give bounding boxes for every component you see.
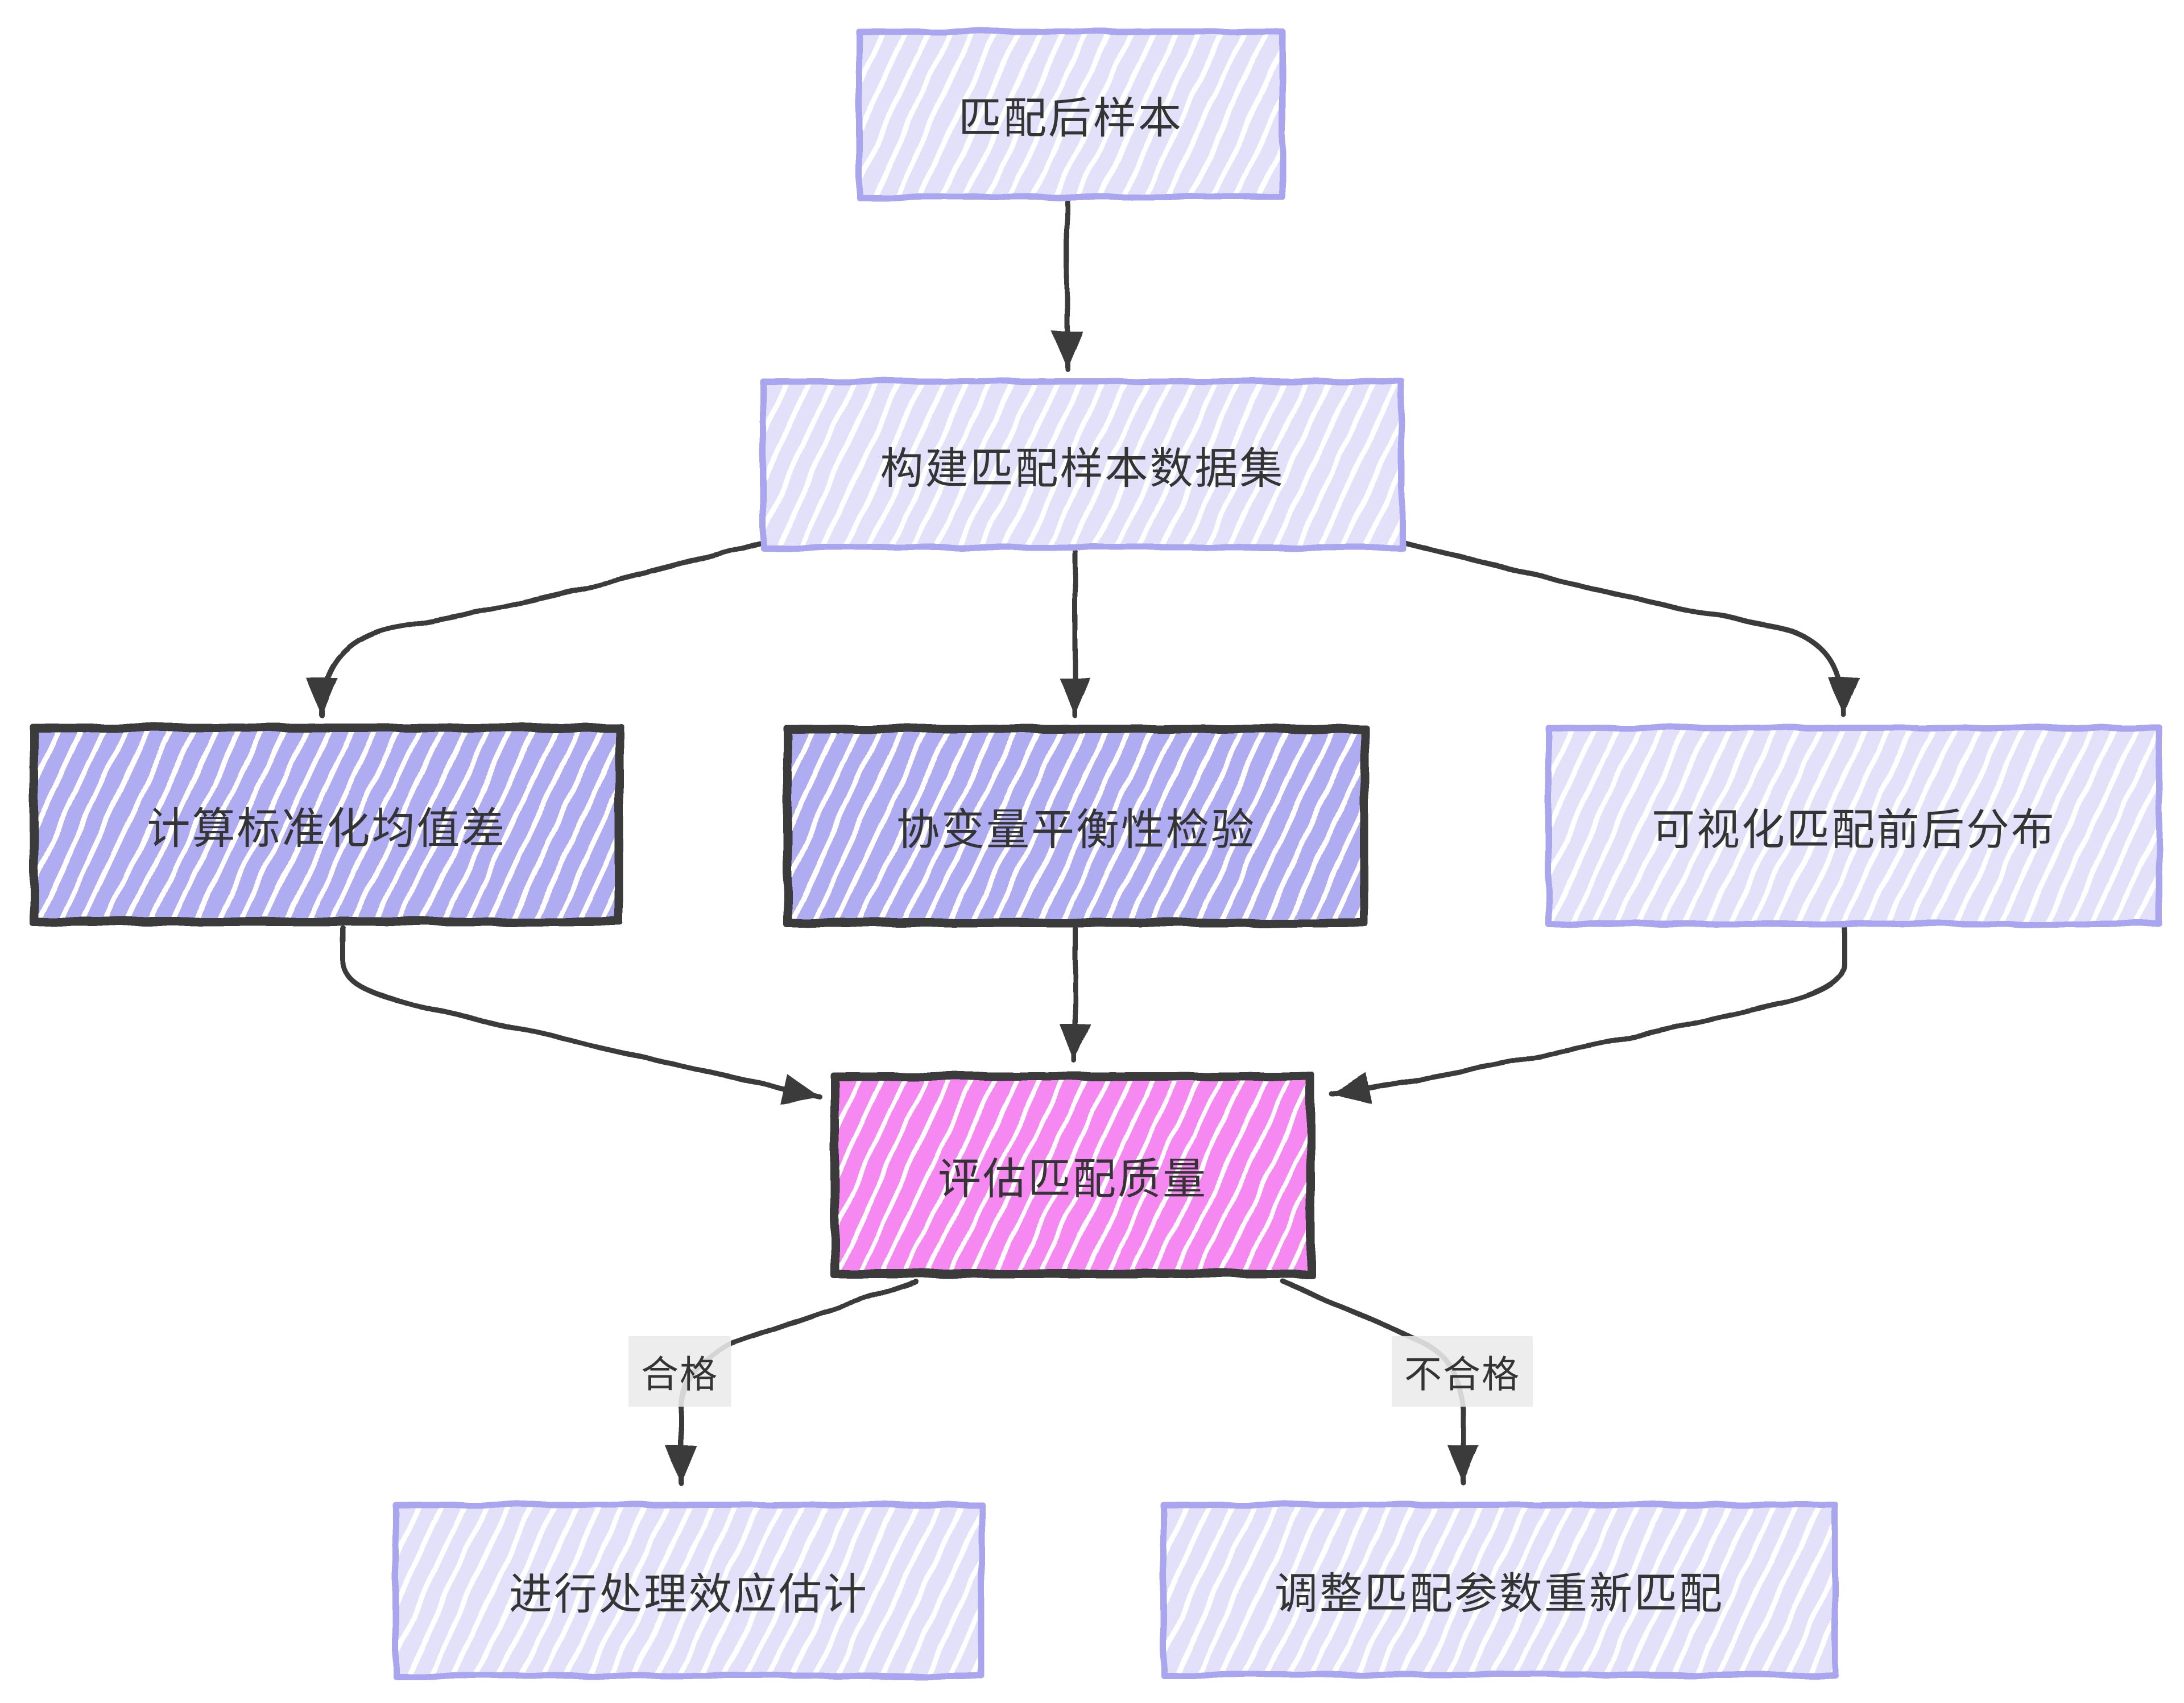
node-visualize-box — [1545, 725, 2162, 927]
node-matched-sample[interactable]: 匹配后样本 — [856, 28, 1285, 200]
node-visualize[interactable]: 可视化匹配前后分布 — [1545, 725, 2162, 927]
node-smd-label: 计算标准化均值差 — [147, 805, 507, 853]
node-effect-estimation-box — [392, 1502, 985, 1679]
node-matched-sample-box — [856, 28, 1285, 200]
node-build-dataset-box — [760, 378, 1405, 551]
node-smd-box — [30, 724, 624, 926]
node-evaluate-quality-label: 评估匹配质量 — [938, 1155, 1207, 1204]
node-effect-estimation-label: 进行处理效应估计 — [509, 1570, 868, 1619]
node-visualize-label: 可视化匹配前后分布 — [1652, 806, 2056, 854]
node-rematch-box — [1160, 1502, 1838, 1678]
arrow-build-to-smd — [306, 539, 766, 718]
node-rematch[interactable]: 调整匹配参数重新匹配 — [1160, 1502, 1838, 1678]
node-balance-test-box — [783, 725, 1369, 927]
node-balance-test[interactable]: 协变量平衡性检验 — [783, 725, 1369, 927]
arrow-build-to-visualize — [1392, 538, 1860, 718]
arrow-smd-to-evaluate — [341, 925, 823, 1105]
edge-label-pass[interactable]: 合格 — [628, 1336, 731, 1407]
node-matched-sample-label: 匹配后样本 — [958, 94, 1183, 143]
node-balance-test-label: 协变量平衡性检验 — [896, 806, 1256, 854]
node-build-dataset-label: 构建匹配样本数据集 — [880, 444, 1285, 493]
node-evaluate-quality[interactable]: 评估匹配质量 — [830, 1072, 1315, 1278]
node-smd[interactable]: 计算标准化均值差 — [30, 724, 624, 926]
edge-label-fail[interactable]: 不合格 — [1392, 1336, 1533, 1407]
node-build-dataset[interactable]: 构建匹配样本数据集 — [760, 378, 1405, 551]
node-rematch-label: 调整匹配参数重新匹配 — [1275, 1570, 1724, 1618]
arrow-visualize-to-evaluate — [1329, 925, 1847, 1104]
node-evaluate-quality-box — [830, 1072, 1315, 1278]
node-effect-estimation[interactable]: 进行处理效应估计 — [392, 1502, 985, 1679]
